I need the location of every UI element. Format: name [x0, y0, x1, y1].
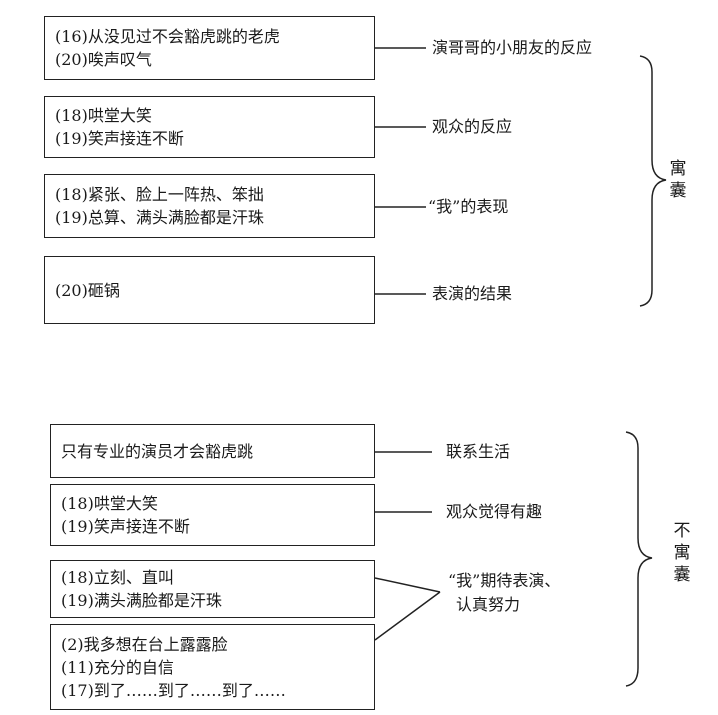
- top-box-4: (20)砸锅: [44, 256, 375, 324]
- box-line: (20)砸锅: [55, 280, 120, 300]
- box-line: (19)总算、满头满脸都是汗珠: [55, 208, 264, 227]
- connector-line: [374, 591, 441, 641]
- box-line: (19)满头满脸都是汗珠: [61, 591, 222, 610]
- top-box-2: (18)哄堂大笑 (19)笑声接连不断: [44, 96, 375, 158]
- box-line: (18)哄堂大笑: [61, 494, 158, 513]
- box-line: (19)笑声接连不断: [61, 517, 190, 536]
- top-box-3: (18)紧张、脸上一阵热、笨拙 (19)总算、满头满脸都是汗珠: [44, 174, 375, 238]
- box-line: (18)紧张、脸上一阵热、笨拙: [55, 185, 264, 204]
- bottom-label-3: “我”期待表演、: [448, 571, 561, 590]
- bottom-box-1: 只有专业的演员才会豁虎跳: [50, 424, 375, 478]
- box-line: (11)充分的自信: [61, 657, 174, 677]
- box-line: (18)哄堂大笑: [55, 106, 152, 125]
- box-line: (17)到了……到了……到了……: [61, 680, 286, 700]
- top-brace: [639, 55, 667, 307]
- top-group-label: 寓囊: [669, 159, 687, 201]
- box-line: (19)笑声接连不断: [55, 129, 184, 148]
- top-label-2: 观众的反应: [432, 117, 513, 136]
- box-line: (18)立刻、直叫: [61, 568, 174, 587]
- top-box-1: (16)从没见过不会豁虎跳的老虎 (20)唉声叹气: [44, 16, 375, 80]
- bottom-box-2: (18)哄堂大笑 (19)笑声接连不断: [50, 484, 375, 546]
- box-line: (2)我多想在台上露露脸: [61, 634, 228, 654]
- bottom-label-4: 认真努力: [456, 595, 521, 614]
- top-label-3: “我”的表现: [428, 197, 509, 216]
- bottom-group-label: 不寓囊: [673, 521, 691, 585]
- bottom-brace: [625, 431, 653, 687]
- box-line: (16)从没见过不会豁虎跳的老虎: [55, 27, 280, 46]
- top-label-4: 表演的结果: [432, 284, 513, 303]
- bottom-box-4: (2)我多想在台上露露脸 (11)充分的自信 (17)到了……到了……到了……: [50, 624, 375, 710]
- top-label-1: 演哥哥的小朋友的反应: [432, 38, 593, 57]
- bottom-label-1: 联系生活: [446, 442, 511, 461]
- bottom-box-3: (18)立刻、直叫 (19)满头满脸都是汗珠: [50, 560, 375, 618]
- bottom-label-2: 观众觉得有趣: [446, 502, 543, 521]
- connector-line: [374, 577, 441, 593]
- box-line: (20)唉声叹气: [55, 50, 152, 69]
- box-line: 只有专业的演员才会豁虎跳: [61, 441, 254, 461]
